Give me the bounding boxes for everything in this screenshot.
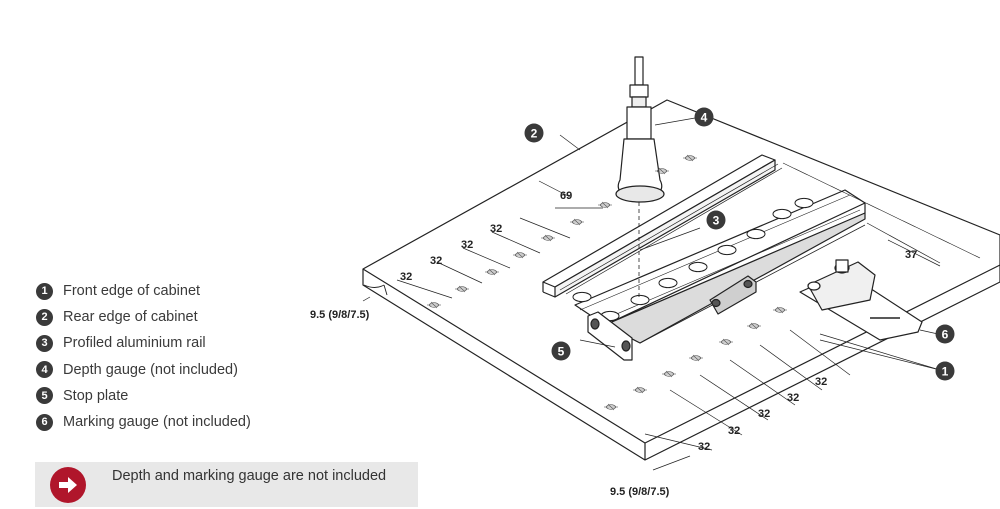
- legend-item: 5 Stop plate: [36, 383, 251, 409]
- dimension-lines: [362, 117, 941, 471]
- stop-plate: [587, 275, 757, 361]
- dimension-pitch: 32: [728, 425, 740, 437]
- callout-6: 6: [935, 324, 955, 344]
- callout-5: 5: [551, 341, 571, 361]
- callout-2: 2: [524, 123, 544, 143]
- dimension-gauge-offset: 37: [905, 249, 917, 261]
- callout-5-number: 5: [558, 345, 565, 359]
- marking-gauge: [799, 259, 923, 341]
- callout-4: 4: [694, 107, 714, 127]
- legend-label: Marking gauge (not included): [63, 414, 251, 431]
- dimension-offset-bottom: 9.5 (9/8/7.5): [610, 486, 670, 498]
- callout-4-number: 4: [701, 111, 708, 125]
- callout-1-number: 1: [942, 365, 949, 379]
- legend: 1 Front edge of cabinet 2 Rear edge of c…: [36, 278, 251, 435]
- dimension-pitch: 32: [815, 376, 827, 388]
- legend-label: Front edge of cabinet: [63, 283, 201, 300]
- legend-number: 2: [36, 308, 53, 326]
- legend-item: 6 Marking gauge (not included): [36, 409, 251, 435]
- dimension-depth: 69: [560, 190, 572, 202]
- callout-3-number: 3: [713, 214, 720, 228]
- aluminium-rail: [542, 154, 981, 344]
- legend-label: Rear edge of cabinet: [63, 309, 198, 326]
- legend-item: 1 Front edge of cabinet: [36, 278, 251, 304]
- dimension-pitch: 32: [461, 239, 473, 251]
- legend-item: 2 Rear edge of cabinet: [36, 304, 251, 330]
- dimension-offset-left: 9.5 (9/8/7.5): [310, 309, 370, 321]
- depth-gauge: [615, 56, 665, 300]
- callout-2-number: 2: [531, 127, 538, 141]
- callout-3: 3: [706, 210, 726, 230]
- callout-1: 1: [935, 361, 955, 381]
- dimension-pitch: 32: [758, 408, 770, 420]
- legend-label: Profiled aluminium rail: [63, 335, 206, 352]
- legend-label: Stop plate: [63, 387, 129, 404]
- info-note-text: Depth and marking gauge are not included: [112, 468, 387, 484]
- legend-number: 3: [36, 334, 53, 352]
- dimension-pitch: 32: [490, 223, 502, 235]
- legend-label: Depth gauge (not included): [63, 361, 238, 378]
- info-note: Depth and marking gauge are not included: [35, 462, 418, 507]
- dimension-pitch: 32: [698, 441, 710, 453]
- legend-number: 6: [36, 413, 53, 431]
- dimension-pitch: 32: [430, 255, 442, 267]
- arrow-right-icon: [50, 467, 86, 503]
- legend-item: 4 Depth gauge (not included): [36, 357, 251, 383]
- legend-item: 3 Profiled aluminium rail: [36, 330, 251, 356]
- legend-number: 5: [36, 387, 53, 405]
- callouts: 2 4 3 5 6 1: [524, 107, 955, 381]
- dimension-pitch: 32: [787, 392, 799, 404]
- legend-number: 4: [36, 361, 53, 379]
- callout-6-number: 6: [942, 328, 949, 342]
- legend-number: 1: [36, 282, 53, 300]
- dimension-pitch: 32: [400, 271, 412, 283]
